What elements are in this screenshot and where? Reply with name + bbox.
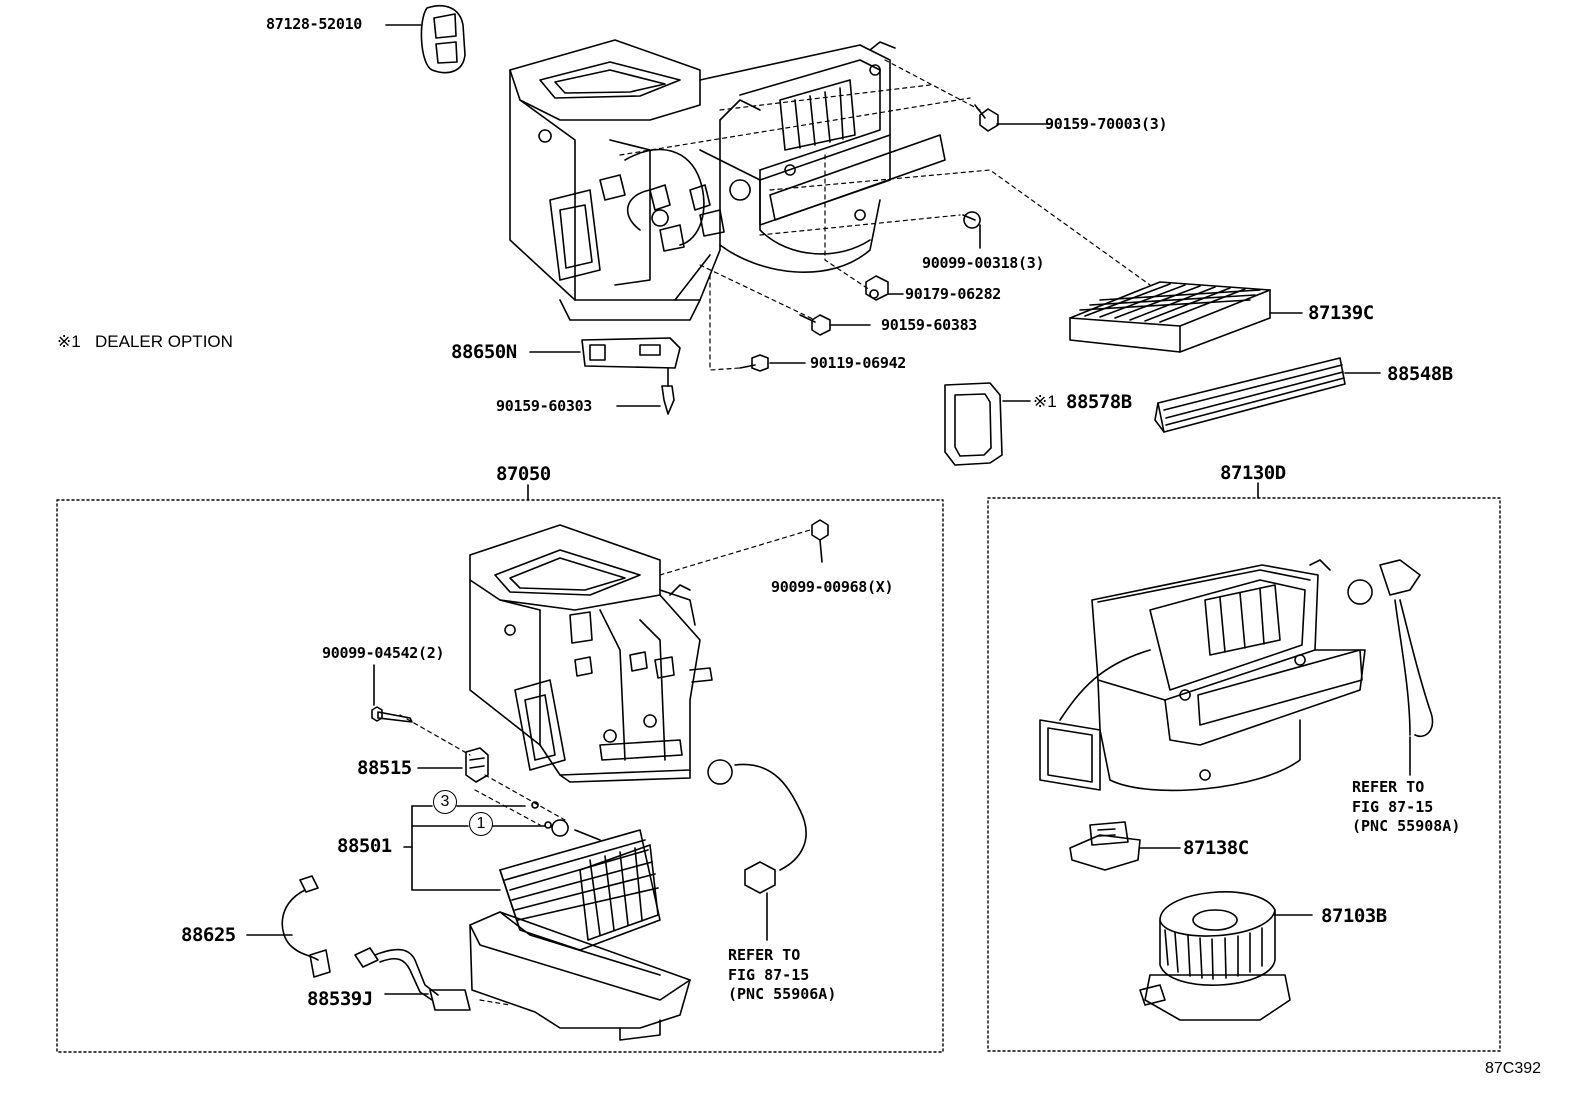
group-label-87050: 87050 bbox=[496, 463, 551, 485]
group-box-87050 bbox=[57, 500, 943, 1052]
dealer-option-mark-88578B: ※1 bbox=[1033, 392, 1057, 411]
label-87128-52010: 87128-52010 bbox=[266, 15, 363, 33]
refer-55908A-line2: FIG 87-15 bbox=[1352, 797, 1434, 816]
refer-55908A-line3: (PNC 55908A) bbox=[1352, 817, 1461, 835]
blower-case-87130D-drawing bbox=[1040, 560, 1365, 790]
sensor-88650N-drawing bbox=[530, 338, 680, 414]
thermistor-88625-drawing bbox=[247, 876, 330, 977]
callout-circle-3: 3 bbox=[433, 790, 457, 814]
valve-88515-drawing bbox=[418, 748, 488, 782]
label-87103B: 87103B bbox=[1321, 905, 1387, 927]
label-87139C: 87139C bbox=[1308, 302, 1374, 324]
label-88650N: 88650N bbox=[451, 341, 517, 363]
refer-55906A-line1: REFER TO bbox=[728, 946, 801, 964]
filter-87139C-drawing bbox=[1070, 282, 1302, 352]
gasket-88578B-drawing bbox=[945, 383, 1030, 465]
label-90099-04542: 90099-04542(2) bbox=[322, 644, 445, 662]
label-90159-70003: 90159-70003(3) bbox=[1045, 115, 1168, 133]
label-90099-00968: 90099-00968(X) bbox=[771, 578, 894, 596]
callout-circle-1: 1 bbox=[469, 812, 493, 836]
label-88548B: 88548B bbox=[1387, 363, 1453, 385]
label-90159-60383: 90159-60383 bbox=[881, 316, 978, 334]
screw-90099-00318-drawing bbox=[963, 212, 980, 248]
label-90159-60303: 90159-60303 bbox=[496, 397, 593, 415]
label-88625: 88625 bbox=[181, 924, 236, 946]
nut-90179-06282-drawing bbox=[866, 276, 903, 300]
blower-motor-87103B-drawing bbox=[1140, 892, 1312, 1020]
label-90099-00318: 90099-00318(3) bbox=[922, 254, 1045, 272]
dashed-leaders-top bbox=[620, 60, 1150, 370]
screw-90159-60383-drawing bbox=[800, 315, 870, 335]
label-88578B: 88578B bbox=[1066, 391, 1132, 413]
dealer-note-mark: ※1 bbox=[57, 332, 81, 351]
evaporator-88501-drawing bbox=[404, 802, 660, 950]
resistor-87138C-drawing bbox=[1070, 822, 1180, 870]
part-88548B-drawing bbox=[1155, 358, 1380, 432]
part-87128-drawing bbox=[386, 6, 465, 73]
harness-55906A-drawing bbox=[708, 760, 806, 940]
refer-note-55906A: REFER TO FIG 87-15 (PNC 55906A) bbox=[728, 946, 836, 1005]
refer-note-55908A: REFER TO FIG 87-15 (PNC 55908A) bbox=[1352, 778, 1460, 837]
label-87138C: 87138C bbox=[1183, 837, 1249, 859]
label-88515: 88515 bbox=[357, 757, 412, 779]
screw-90099-00968-drawing bbox=[812, 520, 828, 562]
hose-88539J-drawing bbox=[355, 948, 470, 1010]
heater-case-87050-drawing bbox=[470, 525, 712, 782]
label-90179-06282: 90179-06282 bbox=[905, 285, 1002, 303]
label-88539J: 88539J bbox=[307, 988, 373, 1010]
group-label-87130D: 87130D bbox=[1220, 462, 1286, 484]
group-box-87130D bbox=[988, 498, 1500, 1051]
screw-90119-06942-drawing bbox=[740, 355, 805, 371]
refer-55908A-line1: REFER TO bbox=[1352, 778, 1425, 796]
label-90119-06942: 90119-06942 bbox=[810, 354, 907, 372]
hvac-unit-assembly-drawing bbox=[510, 40, 945, 320]
lower-case-drawing bbox=[470, 912, 690, 1040]
screw-90099-04542-drawing bbox=[372, 665, 412, 722]
dealer-note-text: DEALER OPTION bbox=[95, 332, 233, 351]
figure-code: 87C392 bbox=[1485, 1060, 1542, 1077]
dashed-leaders-87050 bbox=[400, 530, 810, 1005]
refer-55906A-line3: (PNC 55906A) bbox=[728, 985, 837, 1003]
refer-55906A-line2: FIG 87-15 bbox=[728, 965, 810, 984]
harness-55908A-drawing bbox=[1348, 560, 1432, 775]
screw-90159-70003-drawing bbox=[975, 105, 1050, 131]
label-88501: 88501 bbox=[337, 835, 392, 857]
